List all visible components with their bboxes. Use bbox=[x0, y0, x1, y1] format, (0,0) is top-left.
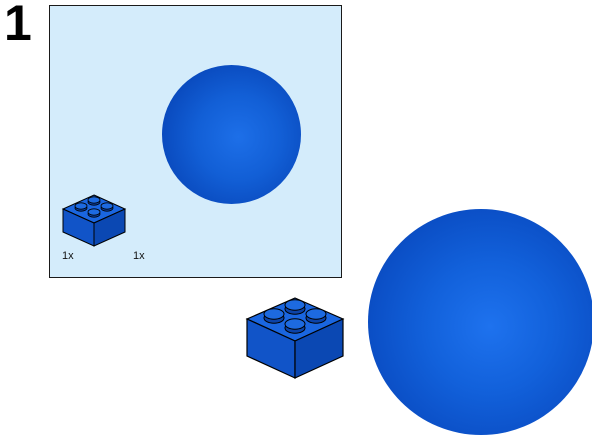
sphere-quantity-label: 1x bbox=[133, 250, 145, 262]
brick-2x2-part-icon bbox=[61, 192, 127, 248]
model-sphere bbox=[368, 209, 592, 435]
sphere-part-icon bbox=[162, 65, 301, 204]
model-brick-2x2 bbox=[244, 292, 346, 380]
parts-list-panel: 1x 1x bbox=[49, 5, 342, 278]
step-number: 1 bbox=[4, 0, 32, 48]
brick-quantity-label: 1x bbox=[62, 250, 74, 262]
